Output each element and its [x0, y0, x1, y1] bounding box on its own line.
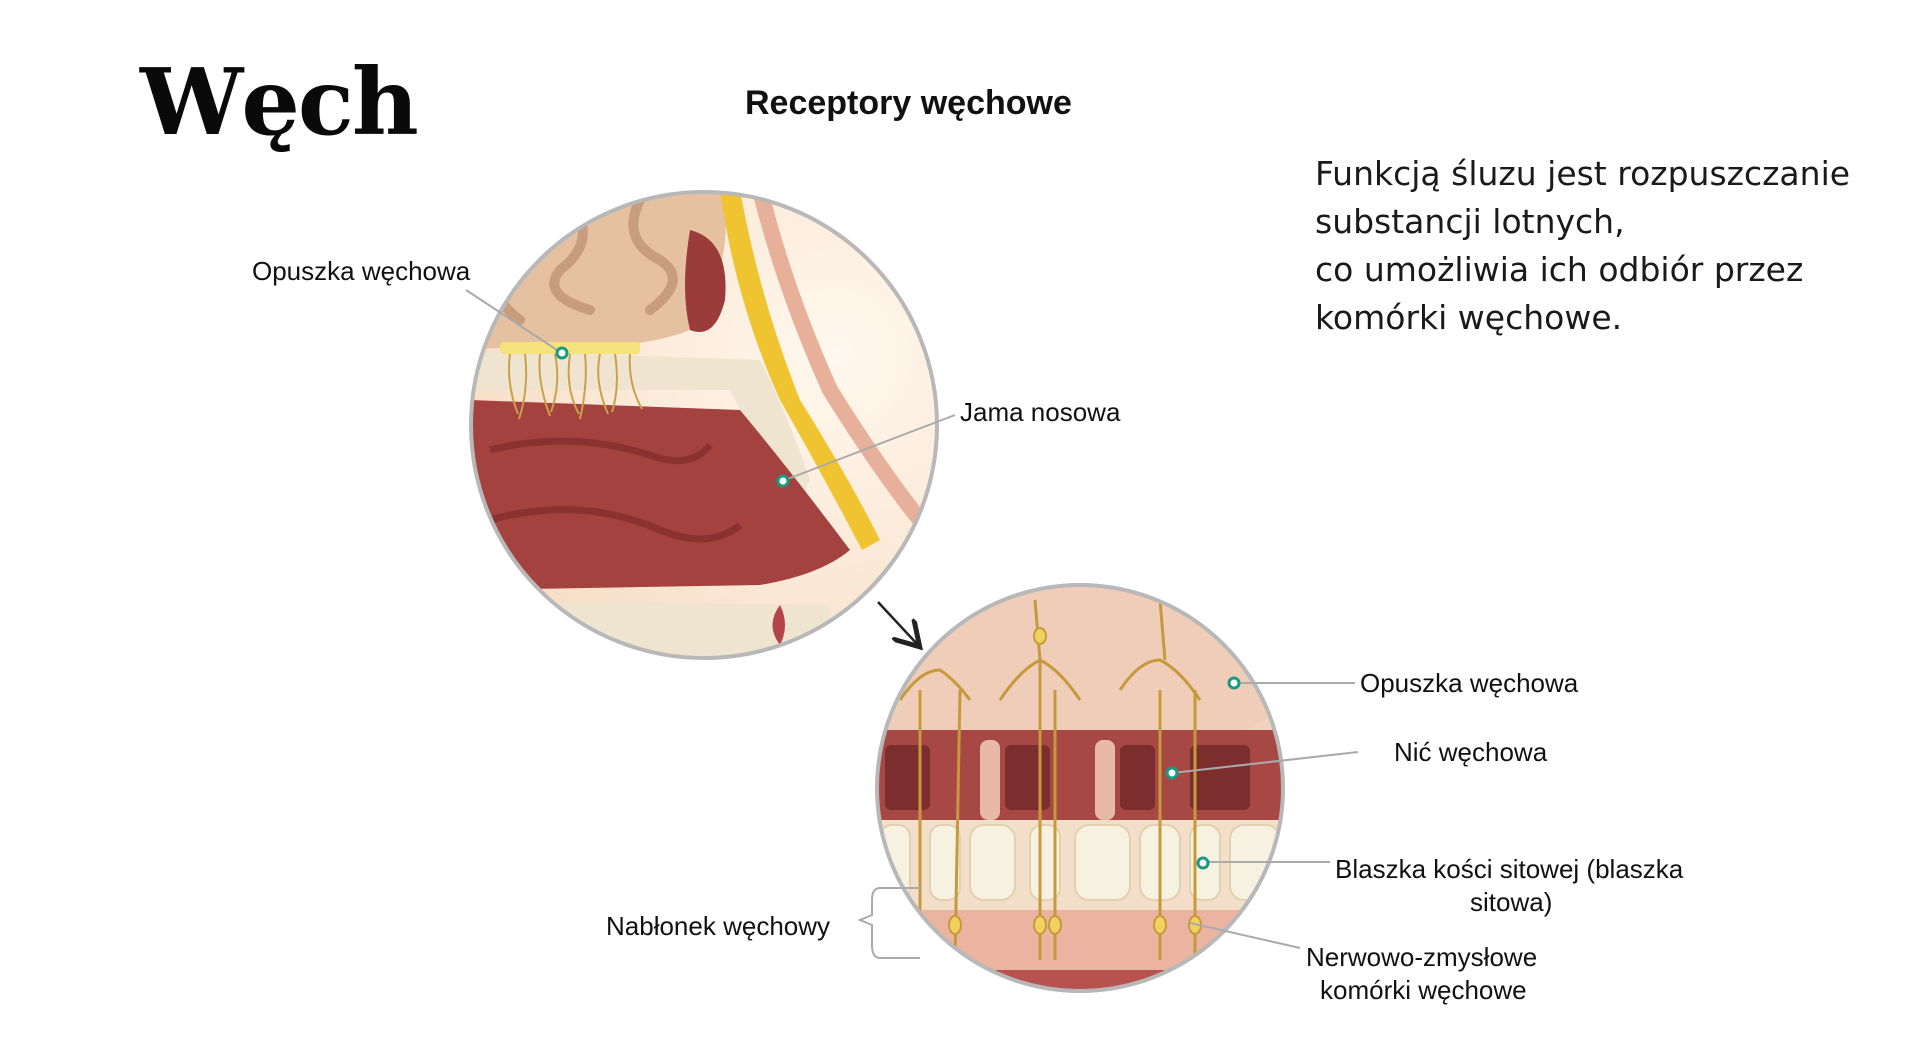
marker-nasal-cavity [776, 474, 790, 488]
marker-bulb-detail [1227, 676, 1241, 690]
nasal-cavity [471, 400, 850, 590]
olfactory-bulb [500, 342, 640, 354]
label-receptor-1: Nerwowo-zmysłowe [1306, 942, 1538, 972]
nasal-cavity-view [471, 192, 937, 658]
body-line: Funkcją śluzu jest rozpuszczanie [1315, 154, 1851, 193]
marker-cribriform [1196, 856, 1210, 870]
body-text: Funkcją śluzu jest rozpuszczanie substan… [1315, 150, 1915, 342]
label-nasal-cavity: Jama nosowa [960, 397, 1121, 427]
slide-title: Węch [140, 48, 419, 156]
body-line: co umożliwia ich odbiór przez [1315, 250, 1804, 289]
zoom-arrow [877, 601, 918, 645]
label-epithelium: Nabłonek węchowy [606, 911, 831, 941]
olfactory-detail-view [877, 585, 1283, 991]
label-bulb-top: Opuszka węchowa [252, 256, 471, 286]
body-line: komórki węchowe. [1315, 298, 1623, 337]
label-olfactory-nerve: Nić węchowa [1394, 737, 1548, 767]
label-cribriform-1: Blaszka kości sitowej (blaszka [1335, 854, 1684, 884]
body-line: substancji lotnych, [1315, 202, 1625, 241]
label-bulb-detail: Opuszka węchowa [1360, 668, 1579, 698]
marker-bulb-top [555, 346, 569, 360]
label-cribriform-2: sitowa) [1470, 887, 1553, 917]
figure-title: Receptory węchowe [745, 84, 1072, 122]
marker-olfactory-nerve [1165, 766, 1179, 780]
label-receptor-2: komórki węchowe [1320, 975, 1527, 1005]
